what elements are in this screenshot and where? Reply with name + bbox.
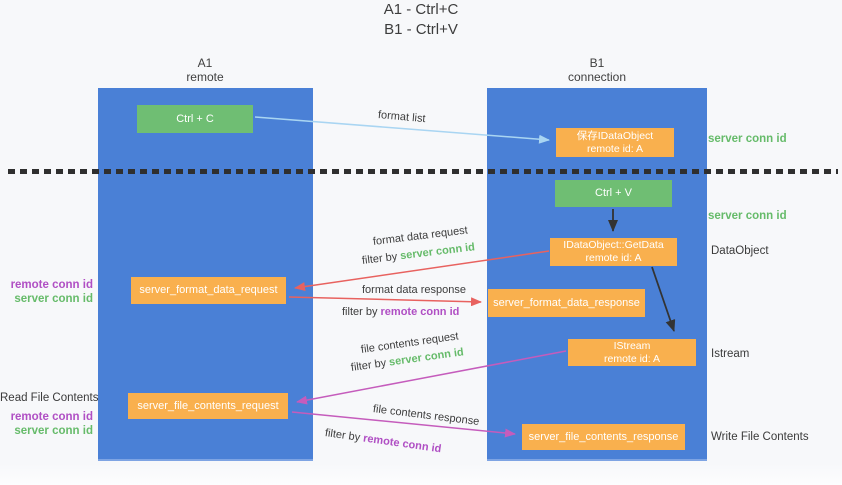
node-getdata-line1: IDataObject::GetData	[563, 239, 664, 251]
right-label-dataobject: DataObject	[711, 245, 769, 257]
node-ctrl-v: Ctrl + V	[555, 180, 672, 207]
node-save-idataobject-line1: 保存IDataObject	[576, 129, 654, 142]
node-getdata-line2: remote id: A	[585, 252, 642, 264]
left-conn-id-block-2: remote conn id server conn id	[0, 410, 93, 438]
node-sfcreq-label: server_file_contents_request	[137, 399, 279, 412]
column-a1-subtitle: remote	[186, 70, 224, 84]
filter-by-text: filter by	[350, 356, 390, 374]
column-b1-name: B1	[589, 56, 605, 70]
node-istream: IStream remote id: A	[568, 339, 696, 366]
node-istream-line1: IStream	[613, 339, 651, 352]
node-ctrl-c-label: Ctrl + C	[176, 112, 214, 125]
left-label-read-file-contents: Read File Contents	[0, 392, 99, 404]
node-sfdres-label: server_format_data_response	[493, 296, 640, 309]
node-ctrl-c: Ctrl + C	[137, 105, 253, 133]
column-header-b1: B1 connection	[527, 56, 667, 84]
column-header-a1: A1 remote	[135, 56, 275, 84]
title-line-2: B1 - Ctrl+V	[384, 21, 458, 38]
node-server-file-contents-request: server_file_contents_request	[128, 393, 288, 419]
filter-by-text: filter by	[361, 250, 401, 267]
column-b1-subtitle: connection	[567, 70, 627, 84]
node-save-idataobject-line2: remote id: A	[586, 142, 644, 155]
node-istream-line2: remote id: A	[603, 352, 661, 365]
right-label-server-conn-id-mid: server conn id	[708, 210, 787, 222]
left-label-remote-conn-id-1: remote conn id	[10, 279, 93, 291]
node-server-format-data-request: server_format_data_request	[131, 277, 286, 304]
node-sfcres-label: server_file_contents_response	[528, 430, 679, 443]
node-server-format-data-response: server_format_data_response	[488, 289, 645, 317]
label-filter-by-remote-conn-id-2: filter by remote conn id	[324, 427, 442, 455]
remote-conn-id-text: remote conn id	[362, 432, 443, 456]
remote-conn-id-text: remote conn id	[380, 306, 460, 318]
title-line-1: A1 - Ctrl+C	[383, 1, 459, 18]
left-label-server-conn-id-1: server conn id	[14, 293, 93, 305]
arrow-format-data-response	[288, 296, 482, 307]
bottom-fade	[0, 463, 842, 485]
filter-by-text: filter by	[342, 306, 381, 318]
left-label-remote-conn-id-2: remote conn id	[10, 411, 93, 423]
server-conn-id-text: server conn id	[399, 241, 476, 263]
label-format-data-response: format data response	[362, 284, 466, 296]
node-server-file-contents-response: server_file_contents_response	[522, 424, 685, 450]
right-label-write-file-contents: Write File Contents	[711, 431, 809, 443]
node-sfdreq-label: server_format_data_request	[139, 284, 278, 296]
label-format-list: format list	[377, 109, 427, 126]
node-idataobject-getdata: IDataObject::GetData remote id: A	[550, 238, 677, 266]
column-a1-name: A1	[197, 56, 213, 70]
node-save-idataobject: 保存IDataObject remote id: A	[556, 128, 674, 157]
diagram-title: A1 - Ctrl+C B1 - Ctrl+V	[0, 0, 842, 40]
label-file-contents-response: file contents response	[372, 403, 480, 428]
dotted-separator-line	[8, 169, 838, 174]
right-label-istream: Istream	[711, 348, 750, 360]
filter-by-text: filter by	[324, 427, 364, 445]
node-ctrl-v-label: Ctrl + V	[595, 187, 632, 199]
left-label-server-conn-id-2: server conn id	[14, 425, 93, 437]
left-conn-id-block-1: remote conn id server conn id	[0, 278, 93, 306]
right-label-server-conn-id-top: server conn id	[708, 133, 787, 145]
label-filter-by-remote-conn-id-1: filter by remote conn id	[342, 306, 459, 318]
